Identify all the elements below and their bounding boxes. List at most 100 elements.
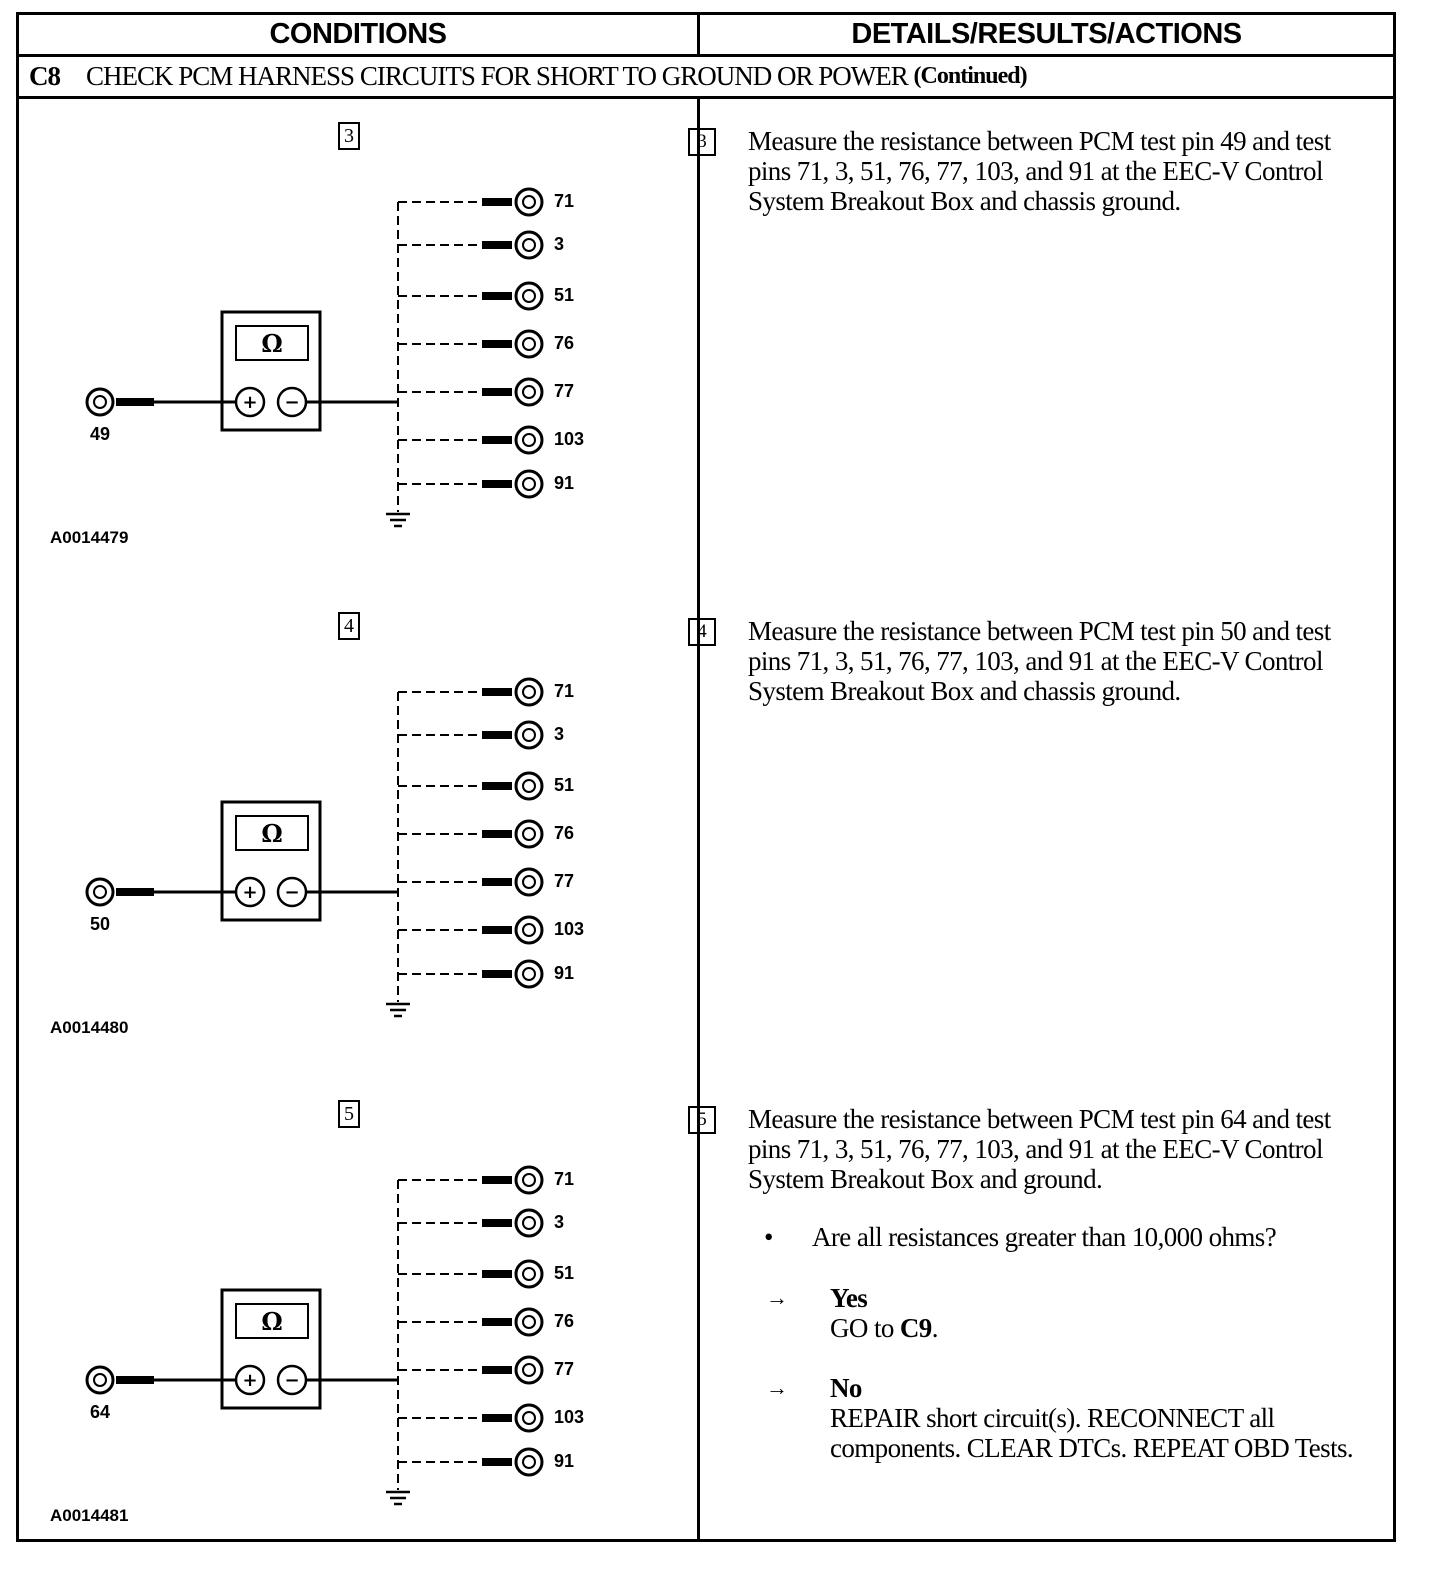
answer-action: REPAIR short circuit(s). RECONNECT all c…	[830, 1403, 1354, 1463]
target-pin-label: 77	[554, 1359, 575, 1379]
target-pin-label: 91	[554, 963, 575, 983]
wiring-diagram-svg: Ω+−	[85, 187, 544, 528]
target-pin-label: 76	[554, 333, 575, 353]
source-pin-label: 49	[90, 424, 111, 444]
arrow-right-icon: →	[766, 1375, 788, 1400]
target-pin-inner	[522, 1363, 536, 1377]
step-title: CHECK PCM HARNESS CIRCUITS FOR SHORT TO …	[86, 61, 909, 91]
probe-tip	[482, 480, 512, 488]
target-pin-inner	[522, 238, 536, 252]
ohm-icon: Ω	[261, 329, 282, 358]
target-pin-inner	[522, 1267, 536, 1281]
ohmmeter-display	[235, 1303, 309, 1339]
probe-tip	[482, 782, 512, 790]
probe-tip	[482, 1458, 512, 1466]
arrow-right-icon: →	[766, 1285, 788, 1310]
target-pin-inner	[522, 1315, 536, 1329]
probe-tip	[116, 1376, 154, 1384]
probe-tip	[482, 1219, 512, 1227]
answer-label: No	[830, 1373, 862, 1403]
diagram-number: 3	[338, 122, 360, 150]
target-pin-inner	[522, 1216, 536, 1230]
detail-number: 5	[688, 1106, 716, 1134]
probe-tip	[482, 241, 512, 249]
target-pin-label: 71	[554, 191, 575, 211]
probe-tip	[482, 830, 512, 838]
target-pin-label: 77	[554, 381, 575, 401]
detail-text: Measure the resistance between PCM test …	[748, 616, 1331, 706]
plus-icon: +	[242, 1370, 257, 1391]
probe-tip	[482, 1176, 512, 1184]
target-pin-label: 77	[554, 871, 575, 891]
target-pin-inner	[522, 1411, 536, 1425]
target-pin-label: 103	[554, 429, 585, 449]
target-pin-inner	[522, 385, 536, 399]
target-pin-inner	[522, 923, 536, 937]
step-id: C8	[29, 61, 61, 91]
ohm-icon: Ω	[261, 1307, 282, 1336]
detail-step-4: 4 Measure the resistance between PCM tes…	[688, 616, 1368, 746]
source-pin-inner	[93, 885, 107, 899]
target-pin-label: 51	[554, 775, 575, 795]
header-divider	[697, 15, 700, 57]
target-pin-inner	[522, 827, 536, 841]
detail-step-3: 3 Measure the resistance between PCM tes…	[688, 126, 1368, 256]
plus-icon: +	[242, 882, 257, 903]
source-pin-inner	[93, 395, 107, 409]
target-pin-label: 76	[554, 823, 575, 843]
target-pin-inner	[522, 337, 536, 351]
answer-yes: → Yes GO to C9.	[764, 1283, 1384, 1349]
answer-label: Yes	[830, 1283, 868, 1313]
figure-id: A0014479	[50, 528, 129, 547]
target-pin-label: 3	[554, 1212, 565, 1232]
probe-tip	[482, 688, 512, 696]
probe-tip	[482, 340, 512, 348]
probe-tip	[116, 888, 154, 896]
target-pin-inner	[522, 685, 536, 699]
probe-tip	[482, 878, 512, 886]
ohmmeter-display	[235, 815, 309, 851]
step-continued: (Continued)	[913, 63, 1028, 89]
source-pin-label: 64	[90, 1402, 111, 1422]
target-pin-inner	[522, 289, 536, 303]
column-divider	[697, 99, 700, 1539]
detail-text: Measure the resistance between PCM test …	[748, 1104, 1331, 1194]
diagnostic-table: CONDITIONS DETAILS/RESULTS/ACTIONS C8 CH…	[16, 12, 1396, 1542]
details-heading: DETAILS/RESULTS/ACTIONS	[851, 18, 1242, 50]
action-target-link[interactable]: C9	[899, 1313, 932, 1343]
minus-icon: −	[284, 392, 299, 413]
detail-number: 3	[688, 128, 716, 156]
target-pin-inner	[522, 875, 536, 889]
probe-tip	[482, 1270, 512, 1278]
target-pin-inner	[522, 195, 536, 209]
detail-text: Measure the resistance between PCM test …	[748, 126, 1331, 216]
diagram-number: 5	[338, 1100, 360, 1128]
target-pin-label: 103	[554, 919, 585, 939]
target-pin-label: 103	[554, 1407, 585, 1427]
conditions-heading: CONDITIONS	[269, 18, 447, 50]
ohm-icon: Ω	[261, 819, 282, 848]
figure-id: A0014481	[50, 1506, 129, 1525]
target-pin-inner	[522, 779, 536, 793]
diagram-number: 4	[338, 612, 360, 640]
target-pin-inner	[522, 967, 536, 981]
probe-tip	[482, 198, 512, 206]
bullet-icon: •	[764, 1222, 773, 1252]
target-pin-inner	[522, 728, 536, 742]
probe-tip	[482, 970, 512, 978]
minus-icon: −	[284, 882, 299, 903]
target-pin-label: 3	[554, 234, 565, 254]
answer-action: GO to C9.	[830, 1313, 1390, 1343]
probe-tip	[482, 1366, 512, 1374]
target-pin-label: 3	[554, 724, 565, 744]
source-pin-inner	[93, 1373, 107, 1387]
table-header: CONDITIONS DETAILS/RESULTS/ACTIONS	[19, 15, 1393, 57]
target-pin-label: 71	[554, 1169, 575, 1189]
probe-tip	[482, 1318, 512, 1326]
target-pin-label: 51	[554, 1263, 575, 1283]
wiring-diagram-svg: Ω + −	[85, 677, 544, 1018]
target-pin-inner	[522, 477, 536, 491]
